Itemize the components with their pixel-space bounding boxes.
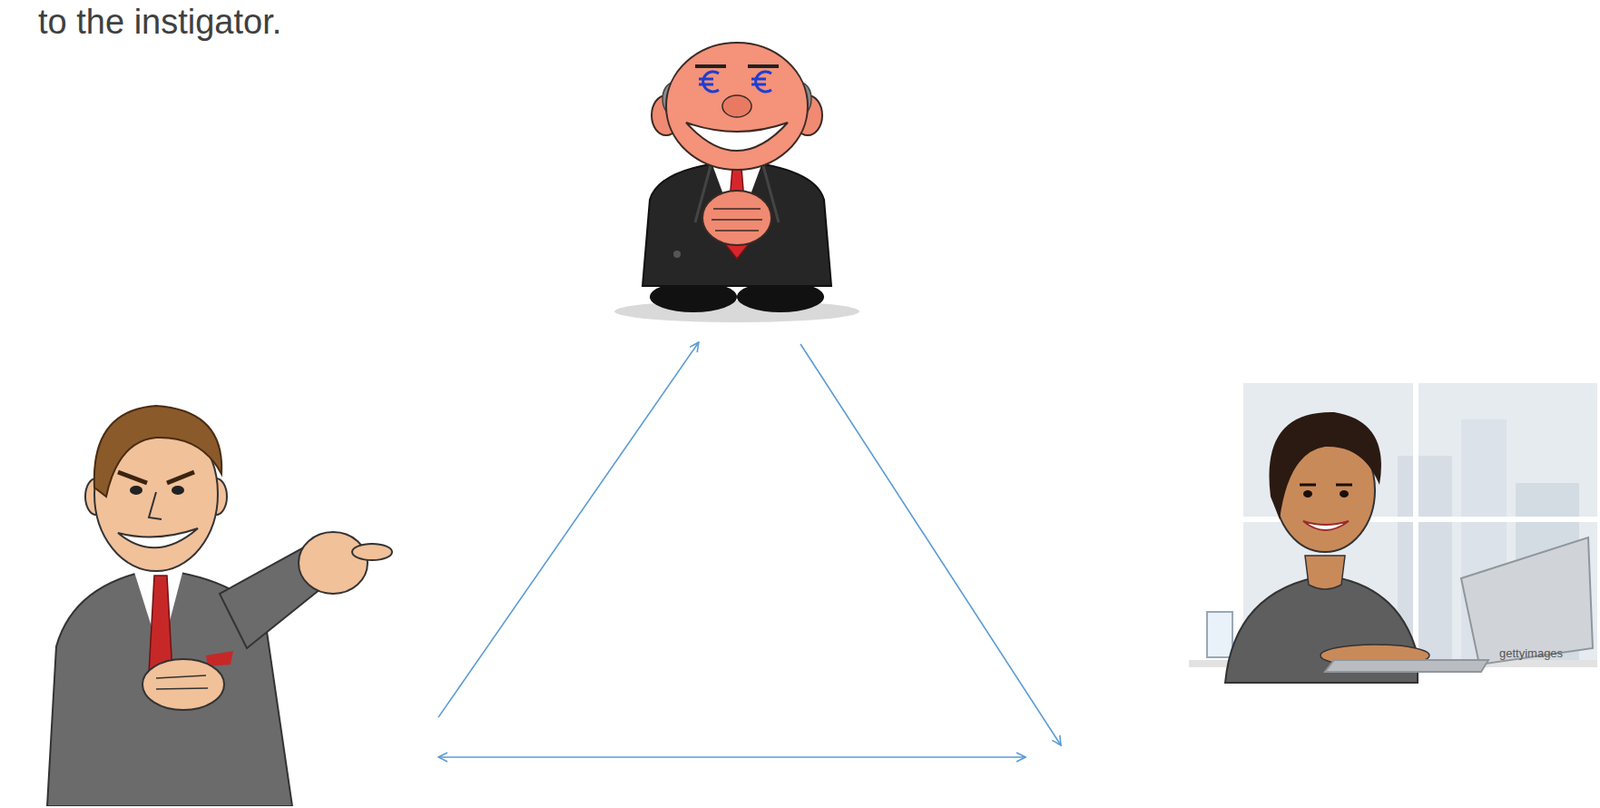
illustration-part: [1339, 490, 1349, 498]
illustration-part: [614, 300, 860, 323]
illustration-part: [695, 64, 779, 69]
illustration-part: [1303, 490, 1313, 498]
illustration-part: [722, 95, 752, 118]
illustration-part: [156, 675, 208, 689]
illustration-part: [673, 250, 681, 258]
illustration-part: [751, 71, 772, 92]
illustration-part: [1207, 611, 1233, 658]
boss-illustration: [586, 40, 888, 327]
illustration-part: [686, 122, 788, 151]
illustration-part: [206, 650, 234, 667]
illustration-part: [148, 491, 162, 520]
illustration-part: [117, 471, 195, 483]
illustration-part: [352, 543, 393, 560]
illustration-part: [171, 485, 185, 495]
illustration-part: [117, 528, 198, 548]
watermark: gettyimages: [1499, 646, 1563, 661]
illustration-part: [702, 190, 772, 246]
illustration-part: [1299, 483, 1353, 487]
illustration-part: [711, 208, 763, 231]
relation-arrow: [800, 343, 1061, 746]
accuser-illustration: [19, 382, 398, 806]
illustration-part: [1268, 412, 1381, 520]
illustration-part: [142, 658, 225, 710]
illustration-part: [1325, 659, 1489, 672]
illustration-part: [1305, 555, 1345, 589]
illustration-part: [1303, 520, 1349, 531]
illustration-part: [698, 71, 719, 92]
worker-illustration: [1188, 382, 1598, 736]
relation-arrow: [438, 342, 699, 717]
worker-figure: [1188, 382, 1598, 736]
boss-figure: [586, 40, 888, 327]
illustration-part: [298, 531, 368, 594]
caption-fragment: to the instigator.: [38, 1, 282, 44]
relation-arrow: [438, 755, 1026, 758]
accuser-figure: [19, 382, 398, 806]
illustration-part: [129, 485, 143, 495]
illustration-part: [1461, 537, 1593, 665]
illustration-part: [642, 160, 832, 286]
illustration-part: [94, 405, 222, 497]
illustration-part: [666, 42, 808, 170]
